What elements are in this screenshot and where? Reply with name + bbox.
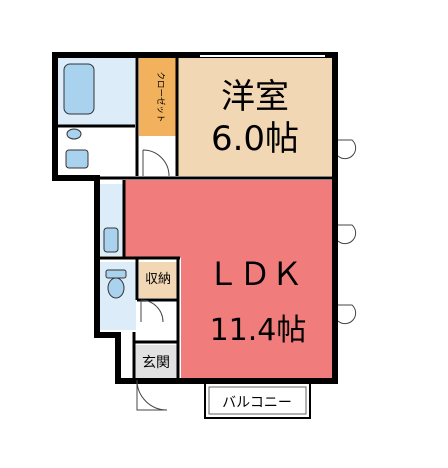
- interior-walls: [58, 58, 332, 378]
- ldk-name: ＬＤＫ: [207, 255, 303, 293]
- western-room-size: 6.0帖: [211, 119, 299, 159]
- bathtub: [63, 63, 95, 115]
- balcony-label: バルコニー: [222, 395, 292, 411]
- kitchen-counter: [103, 227, 119, 253]
- entrance-area: [134, 345, 178, 378]
- entrance-label: 玄関: [142, 354, 170, 371]
- balcony-area: [204, 382, 311, 419]
- door-swings: [136, 149, 170, 411]
- ldk-size: 11.4帖: [210, 313, 307, 348]
- window-marks: [200, 55, 357, 325]
- washbasin: [65, 149, 89, 169]
- ldk-area-lower: [181, 258, 332, 378]
- storage-area: [139, 262, 177, 298]
- walls: [52, 52, 338, 384]
- toilet-bowl: [107, 277, 125, 299]
- storage-label: 収納: [145, 272, 171, 287]
- closet-area: [139, 58, 177, 136]
- ldk-area-main: [124, 180, 332, 258]
- sink-bowl: [66, 128, 82, 140]
- toilet-tank: [105, 269, 127, 279]
- western-room-area: [177, 58, 332, 176]
- balcony-inner: [208, 386, 307, 415]
- closet-label: クローゼット: [155, 71, 166, 122]
- western-room-name: 洋室: [221, 77, 289, 117]
